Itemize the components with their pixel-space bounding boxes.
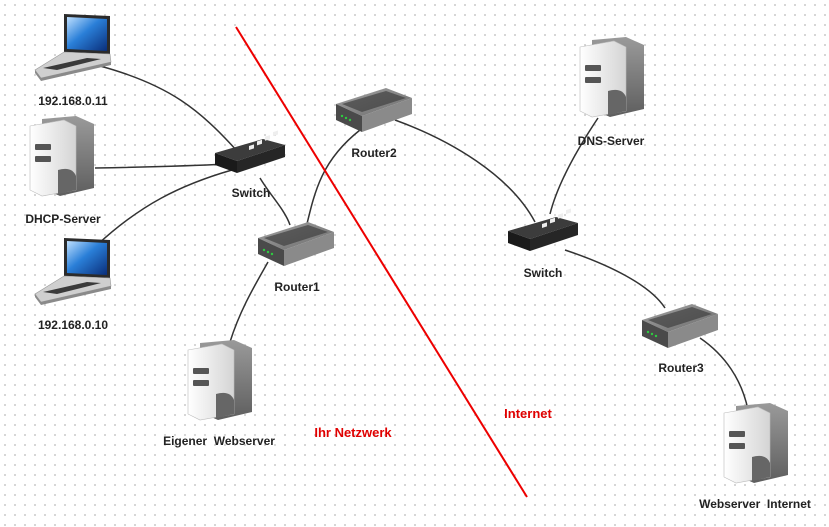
router3-label: Router3: [658, 361, 704, 375]
internet-zone-label: Internet: [504, 406, 552, 421]
network-boundary-line: [235, 26, 528, 498]
link-router1-router2: [305, 129, 361, 229]
link-laptop2-switch: [95, 169, 233, 247]
laptop-icon: [34, 238, 112, 305]
webserver-internet-label: Webserver Internet: [699, 497, 811, 511]
connections: [94, 65, 749, 411]
server-icon: [187, 340, 252, 421]
link-laptop1-switch: [99, 65, 239, 153]
router-icon: [642, 304, 718, 348]
link-router3-webinet: [699, 337, 749, 411]
laptop-icon: [34, 14, 112, 81]
own-webserver-label: Eigener Webserver: [163, 434, 275, 448]
link-dhcp-switch: [94, 163, 227, 169]
dns-server-label: DNS-Server: [577, 134, 645, 148]
dhcp-server-label: DHCP-Server: [25, 212, 101, 226]
link-switch2-router3: [564, 249, 666, 309]
router-icon: [258, 222, 334, 266]
switch-icon: [215, 130, 285, 173]
link-router2-switch2: [394, 119, 536, 223]
link-router1-ownweb: [229, 261, 269, 343]
link-dns-switch2: [549, 117, 599, 215]
server-icon: [579, 37, 644, 118]
server-icon: [723, 403, 788, 484]
router1-label: Router1: [274, 280, 320, 294]
server-icon: [29, 116, 94, 197]
router2-label: Router2: [351, 146, 397, 160]
switch2-label: Switch: [523, 266, 563, 280]
link-switch1-router1: [259, 177, 291, 226]
laptop-192-168-0-11-label: 192.168.0.11: [38, 94, 108, 108]
switch1-label: Switch: [231, 186, 271, 200]
switch-icon: [508, 208, 578, 251]
laptop-192-168-0-10-label: 192.168.0.10: [37, 318, 109, 332]
router-icon: [336, 88, 412, 132]
own-network-zone-label: Ihr Netzwerk: [314, 425, 392, 440]
